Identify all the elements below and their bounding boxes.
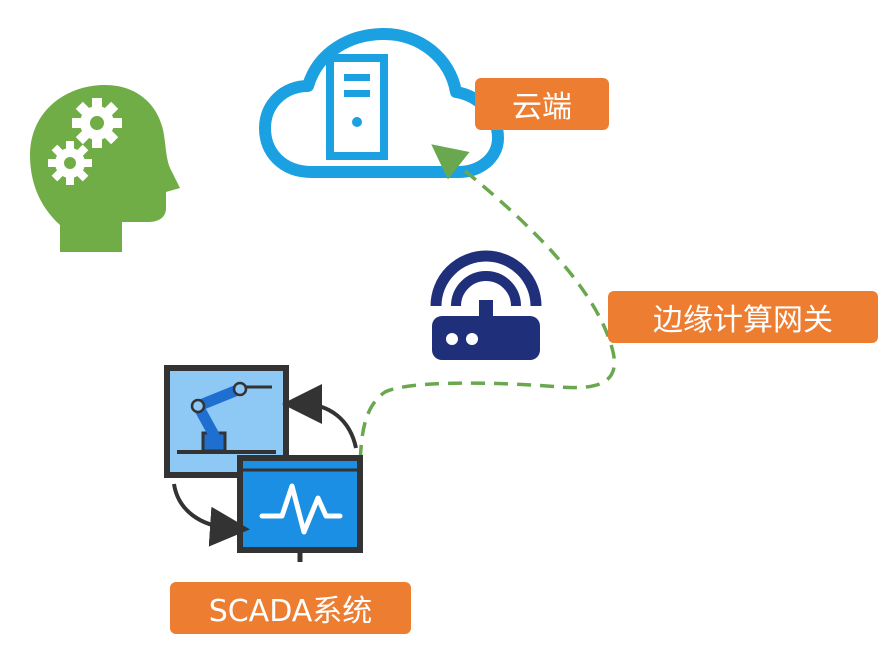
- wifi-router-icon: [430, 250, 542, 360]
- head-gears-icon: [30, 85, 180, 252]
- cycle-arrow-top: [282, 384, 358, 449]
- edge-gateway-label: 边缘计算网关: [608, 291, 878, 343]
- cycle-arrow-bottom: [172, 483, 250, 547]
- cloud-label: 云端: [475, 78, 609, 130]
- gateway-connector: [358, 144, 617, 483]
- scada-label: SCADA系统: [170, 582, 411, 634]
- cloud-server-icon: [259, 28, 504, 178]
- signal-monitor-icon: [237, 455, 363, 562]
- robot-arm-monitor-icon: [164, 365, 289, 478]
